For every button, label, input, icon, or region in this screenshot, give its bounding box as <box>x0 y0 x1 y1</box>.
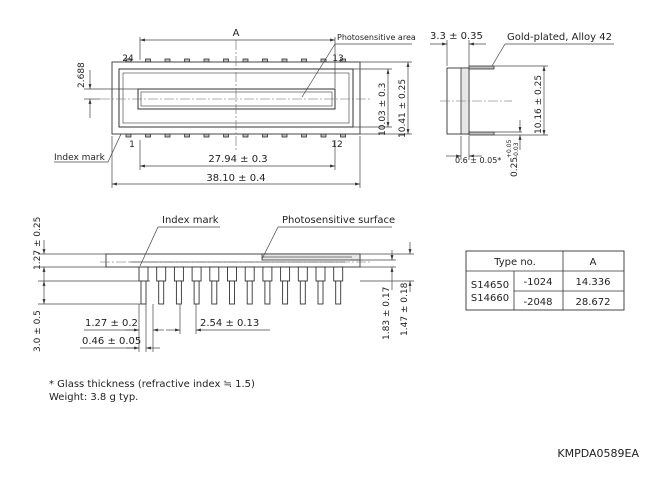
pin-shoulder <box>315 266 326 282</box>
front-pins <box>138 266 344 305</box>
pin-lead <box>299 280 306 305</box>
pin-lead <box>246 280 253 305</box>
pin-lead <box>193 280 200 305</box>
pin-shoulder <box>191 266 202 282</box>
photosensitive-surface-label: Photosensitive surface <box>282 215 395 226</box>
dim-06-label: 0.6 ± 0.05* <box>455 156 501 165</box>
index-mark-front-label: Index mark <box>162 215 219 226</box>
table-cell-a: 14.336 <box>576 277 611 288</box>
side-lead-bottom <box>468 131 495 136</box>
pin-shoulder <box>173 266 184 282</box>
top-pins-upper <box>125 58 346 63</box>
pin-lead <box>264 280 271 305</box>
table-cell-suffix: -1024 <box>523 277 552 288</box>
pin-shoulder <box>156 266 167 282</box>
dim-2688-label: 2.688 <box>77 62 87 88</box>
pin-12-label: 12 <box>331 140 342 150</box>
front-view: Index mark Photosensitive surface 1.27 ±… <box>33 215 414 352</box>
dim-147-label: 1.47 ± 0.18 <box>400 282 410 336</box>
pin-shoulder <box>297 266 308 282</box>
index-mark-top-label: Index mark <box>54 153 106 163</box>
dim-30-label: 3.0 ± 0.5 <box>33 310 43 352</box>
photosensitive-area-label: Photosensitive area <box>337 33 416 42</box>
table-header-a: A <box>590 257 597 268</box>
dim-046-label: 0.46 ± 0.05 <box>82 336 141 347</box>
pin-shoulder <box>262 266 273 282</box>
top-view: A 24 13 1 12 Photosensitive area 2.688 1… <box>54 28 416 188</box>
drawing-code: KMPDA0589EA <box>557 447 639 460</box>
pin-13-label: 13 <box>332 54 343 64</box>
pin-lead <box>140 280 147 305</box>
dim-025-plus: +0.05 <box>506 139 513 158</box>
pin-shoulder <box>227 266 237 282</box>
table-model-1: S14650 <box>471 280 509 291</box>
dim-254-label: 2.54 ± 0.13 <box>200 318 259 329</box>
dim-3810-label: 38.10 ± 0.4 <box>206 173 265 184</box>
type-table: Type no. A S14650 S14660 -1024 14.336 -2… <box>465 250 625 311</box>
pin-shoulder <box>333 266 344 282</box>
side-lead-top <box>468 65 495 70</box>
side-view: 3.3 ± 0.35 Gold-plated, Alloy 42 10.16 ±… <box>430 31 614 177</box>
pin-shoulder <box>209 266 220 282</box>
pin-lead <box>211 280 218 305</box>
dim-127-025-label: 1.27 ± 0.25 <box>33 217 43 270</box>
table-cell-a: 28.672 <box>576 297 611 308</box>
dim-025-label: 0.25 <box>510 157 520 177</box>
dim-1003-label: 10.03 ± 0.3 <box>378 83 388 136</box>
gold-plated-label: Gold-plated, Alloy 42 <box>507 32 612 43</box>
dim-1016-label: 10.16 ± 0.25 <box>534 75 544 134</box>
pin-shoulder <box>138 266 149 282</box>
pin-shoulder <box>244 266 255 282</box>
pin-shoulder <box>280 266 291 282</box>
dim-a-label: A <box>233 28 240 39</box>
dim-2794-label: 27.94 ± 0.3 <box>208 154 267 165</box>
dim-33-label: 3.3 ± 0.35 <box>430 31 483 42</box>
pin-lead <box>175 280 182 305</box>
pin-lead <box>335 280 342 305</box>
pin-lead <box>229 280 235 305</box>
table-model-2: S14660 <box>471 293 509 304</box>
pin-lead <box>282 280 289 305</box>
dim-1041-label: 10.41 ± 0.25 <box>398 79 408 138</box>
pin-24-label: 24 <box>122 54 134 64</box>
weight-note: Weight: 3.8 g typ. <box>49 392 139 403</box>
pin-lead <box>158 280 165 305</box>
table-header-type: Type no. <box>493 257 536 268</box>
dim-025-minus: -0.03 <box>513 142 520 158</box>
pin-1-label: 1 <box>129 140 135 150</box>
dim-183-label: 1.83 ± 0.17 <box>382 287 392 340</box>
glass-thickness-note: * Glass thickness (refractive index ≒ 1.… <box>49 379 255 390</box>
pin-lead <box>317 280 324 305</box>
dim-127-02-label: 1.27 ± 0.2 <box>85 318 138 329</box>
table-cell-suffix: -2048 <box>523 297 552 308</box>
